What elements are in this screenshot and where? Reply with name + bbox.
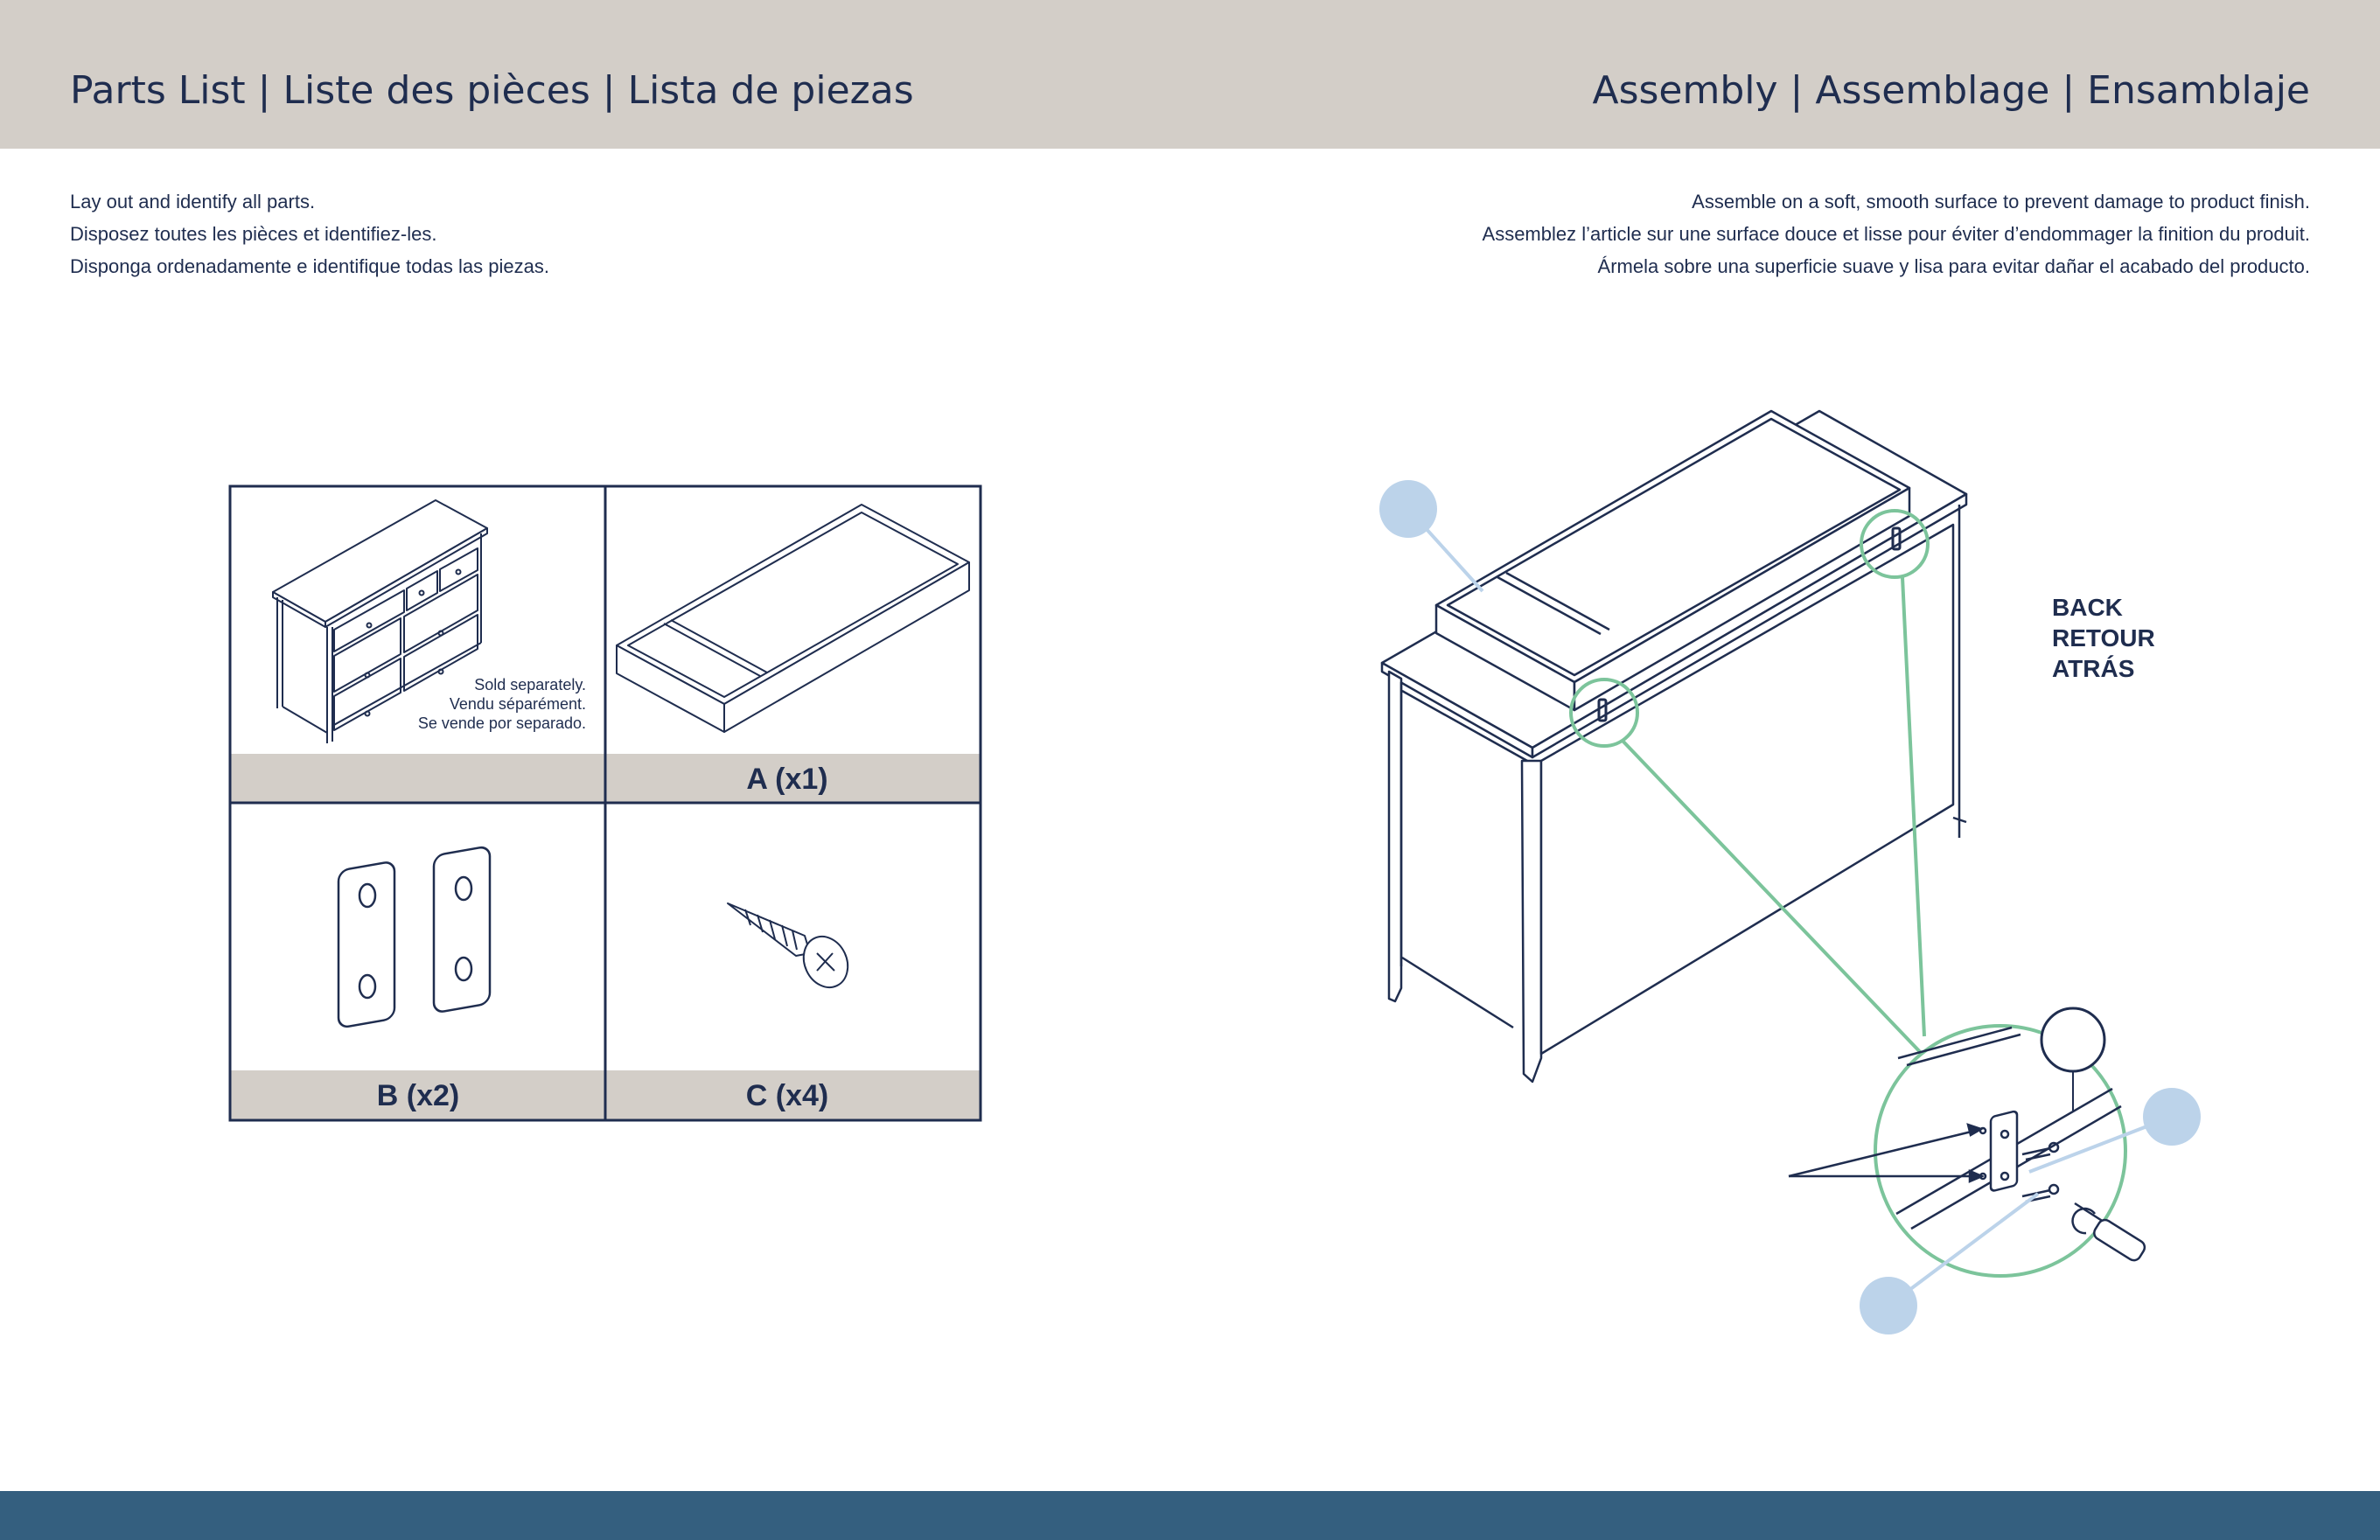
callout-c-circle — [1860, 1277, 1917, 1334]
callout-b-circle — [2143, 1088, 2201, 1146]
screwdriver-icon — [2071, 1202, 2146, 1262]
parts-instruction-fr: Disposez toutes les pièces et identifiez… — [70, 223, 437, 245]
dresser-with-tray — [1380, 409, 1968, 1084]
parts-list-title: Parts List | Liste des pièces | Lista de… — [70, 68, 914, 113]
dresser-label-band — [230, 754, 604, 803]
assembly-title: Assembly | Assemblage | Ensamblaje — [1592, 68, 2310, 113]
parts-instruction-es: Disponga ordenadamente e identifique tod… — [70, 255, 549, 277]
dresser-icon — [272, 499, 488, 743]
assembly-illustration: BACK RETOUR ATRÁS — [1379, 409, 2201, 1334]
detail-callout-back — [1860, 509, 1930, 579]
callout-a-circle — [1379, 480, 1437, 538]
back-label-en: BACK — [2052, 594, 2123, 621]
magnified-detail-content — [1895, 1026, 2122, 1230]
back-label-fr: RETOUR — [2052, 624, 2155, 652]
callout-c-line — [1887, 1192, 2040, 1307]
part-a-label: A (x1) — [746, 763, 827, 796]
sold-separately-fr: Vendu séparément. — [450, 695, 586, 713]
detail-line-front — [1621, 739, 1926, 1058]
header-band — [0, 0, 2380, 149]
part-a-label-band — [605, 754, 980, 803]
bracket-marks — [1597, 526, 1902, 722]
assembly-instruction-en: Assemble on a soft, smooth surface to pr… — [1692, 191, 2310, 213]
parts-instruction-en: Lay out and identify all parts. — [70, 191, 316, 213]
tray-part-a-icon — [616, 504, 970, 733]
screw-part-c-icon — [727, 902, 849, 989]
sold-separately-es: Se vende por separado. — [418, 714, 586, 732]
assembly-instruction-es: Ármela sobre una superficie suave y lisa… — [1597, 255, 2310, 277]
detail-line-back — [1901, 576, 1926, 1037]
sold-separately-en: Sold separately. — [474, 676, 586, 693]
assembly-instruction-fr: Assemblez l’article sur une surface douc… — [1482, 223, 2310, 245]
pointer-arrows — [1788, 1123, 1986, 1183]
back-label-es: ATRÁS — [2052, 655, 2134, 682]
footer-band — [0, 1491, 2380, 1540]
part-c-label: C (x4) — [746, 1079, 828, 1112]
detail-callout-front — [1569, 678, 1639, 748]
part-b-label: B (x2) — [377, 1079, 459, 1112]
parts-grid: Sold separately. Vendu séparément. Se ve… — [228, 484, 982, 1122]
part-c-label-band — [605, 1070, 980, 1120]
part-b-label-band — [230, 1070, 604, 1120]
parts-instructions: Lay out and identify all parts. Disposez… — [70, 185, 549, 282]
callout-tool-circle — [2040, 1007, 2106, 1073]
assembly-instructions: Assemble on a soft, smooth surface to pr… — [1483, 185, 2310, 282]
bracket-part-b-icon — [337, 846, 492, 1028]
